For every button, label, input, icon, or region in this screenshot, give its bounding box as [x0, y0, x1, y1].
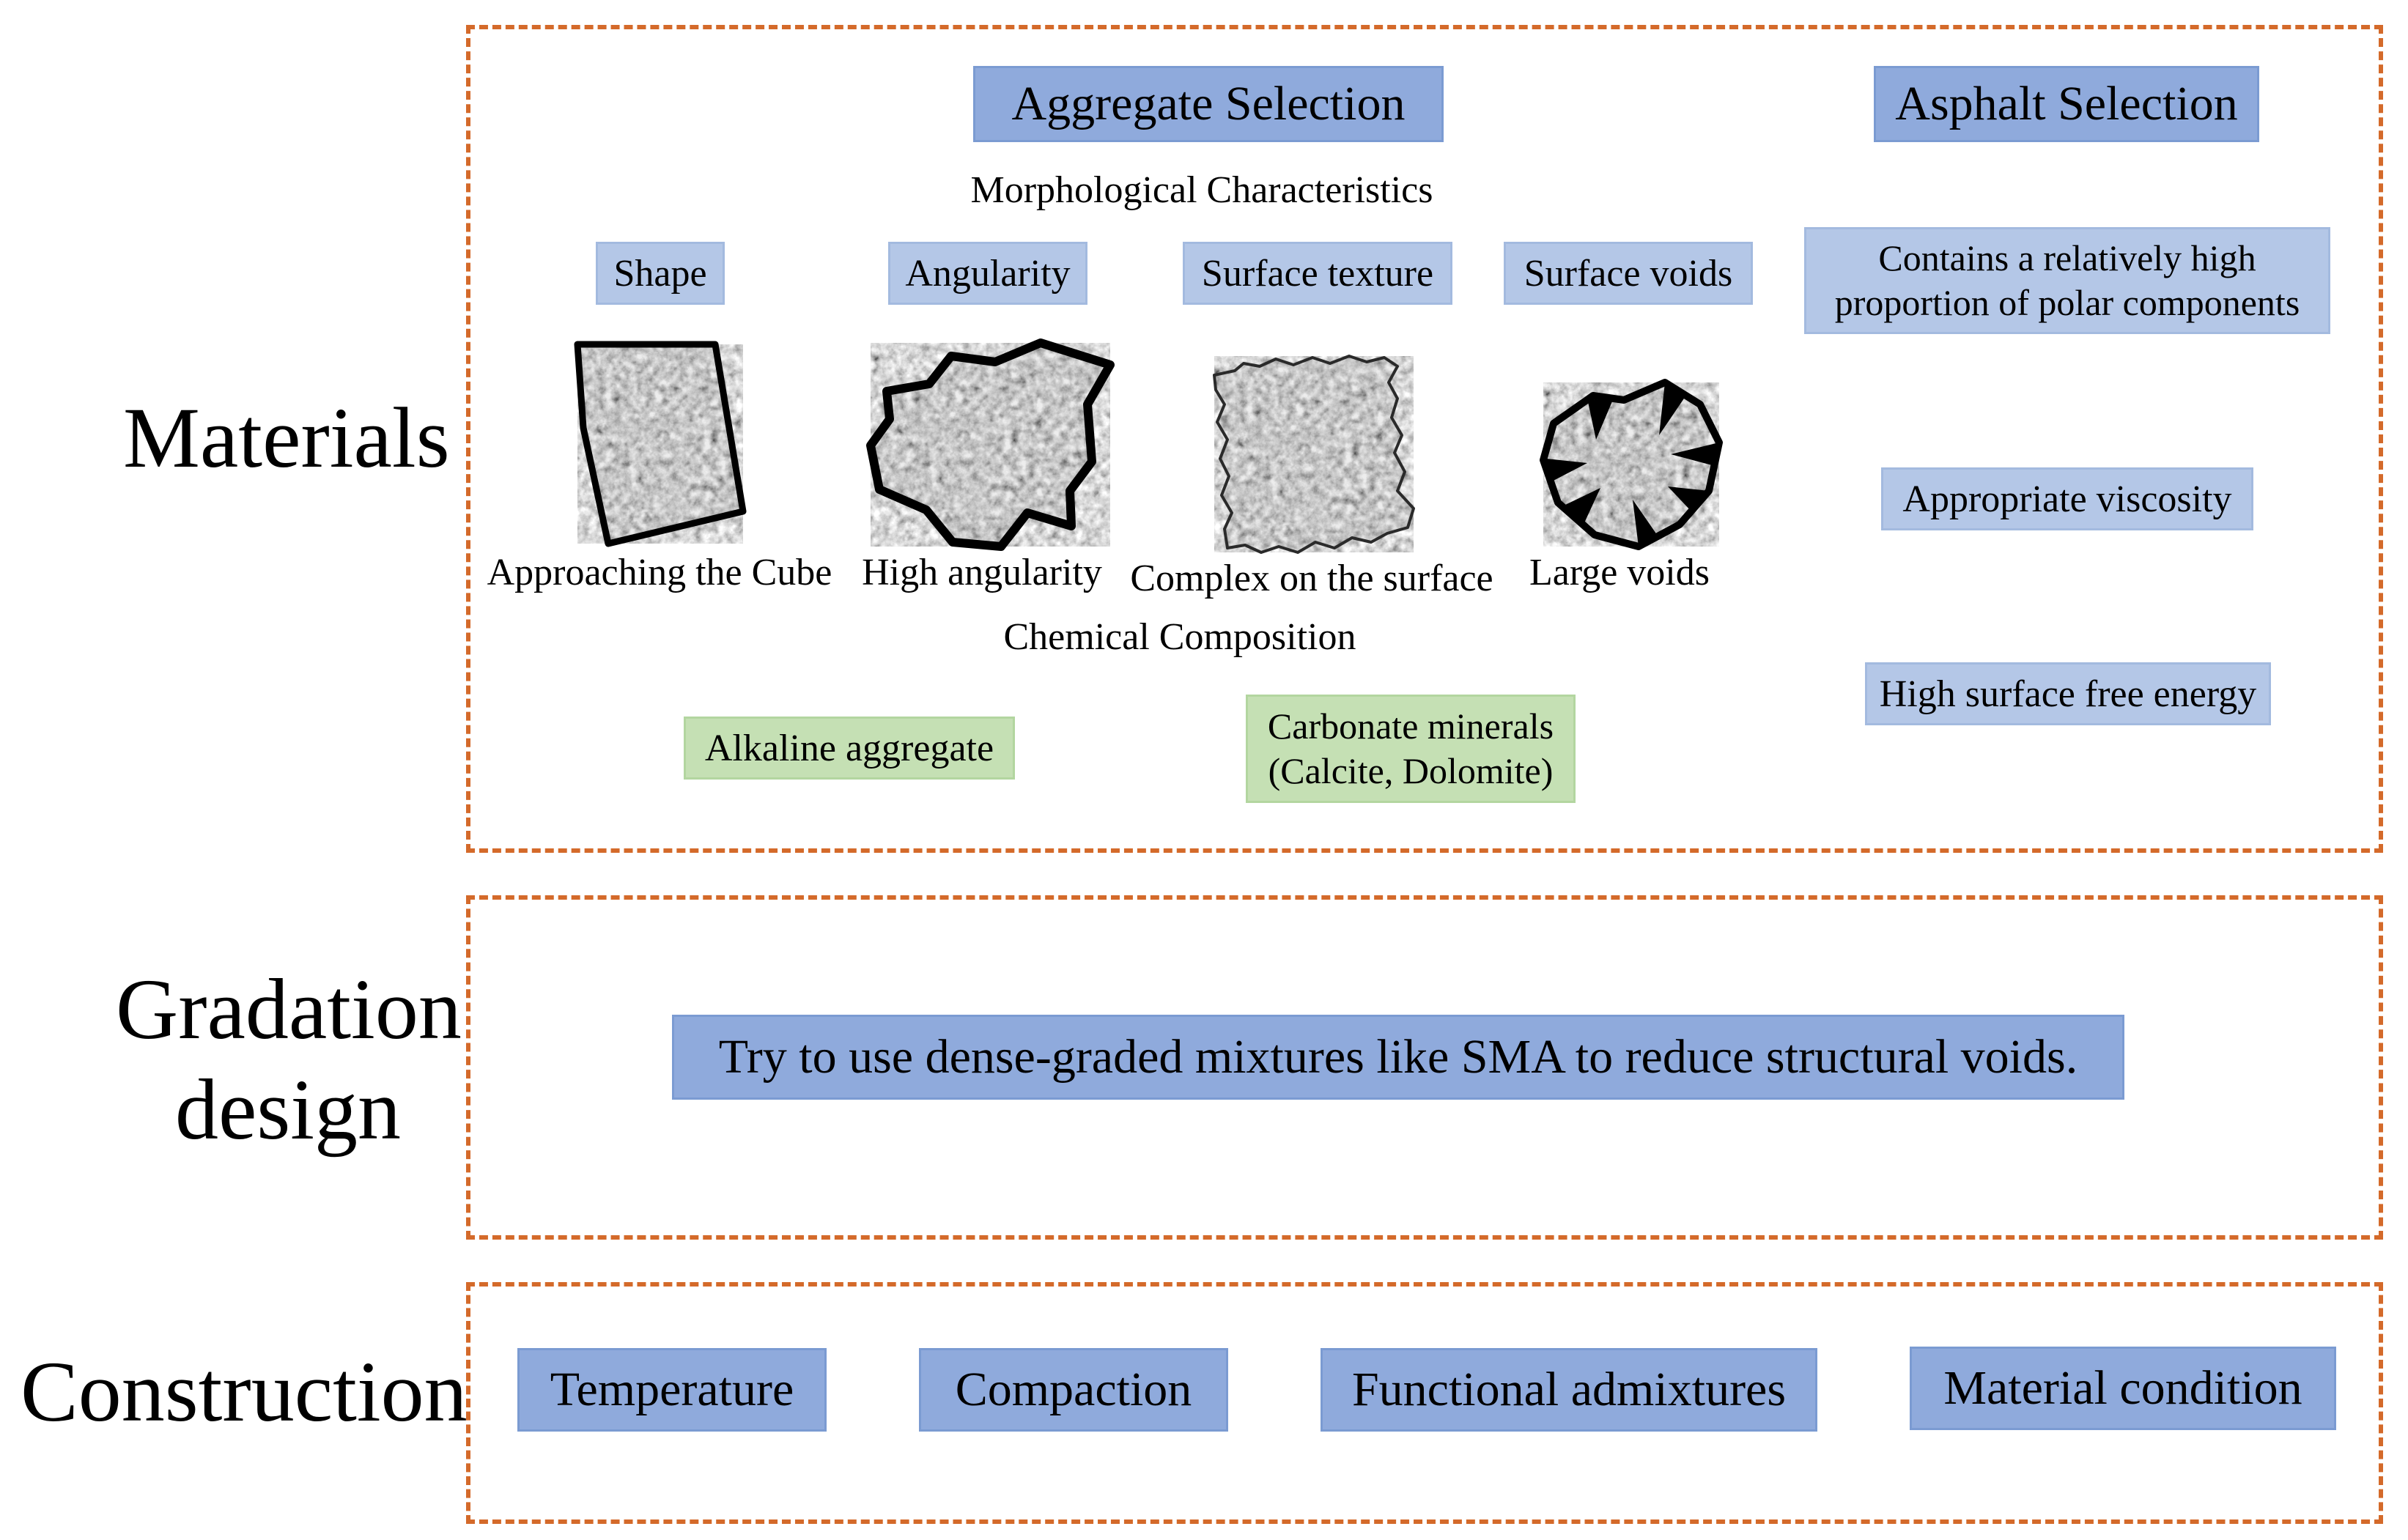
asphalt-selection-title: Asphalt Selection: [1874, 66, 2259, 142]
materials-frame: [466, 25, 2383, 853]
gradation-recommendation: Try to use dense-graded mixtures like SM…: [672, 1015, 2124, 1100]
textured-aggregate-image: [1213, 355, 1415, 554]
chemical-composition-heading: Chemical Composition: [1003, 616, 1356, 658]
cube-like-aggregate-image: [574, 341, 747, 547]
caption-high-angularity: High angularity: [862, 552, 1102, 593]
construction-frame: [466, 1282, 2383, 1524]
carbonate-line2: (Calcite, Dolomite): [1268, 750, 1554, 791]
caption-complex-surface: Complex on the surface: [1130, 558, 1493, 599]
carbonate-minerals-box: Carbonate minerals (Calcite, Dolomite): [1246, 695, 1576, 803]
section-label-materials: Materials: [123, 390, 450, 486]
polar-line1: Contains a relatively high: [1878, 237, 2256, 278]
construction-temperature: Temperature: [517, 1348, 827, 1432]
property-surface-voids: Surface voids: [1504, 242, 1753, 305]
section-label-construction: Construction: [21, 1344, 468, 1440]
gradation-frame: [466, 895, 2383, 1240]
property-angularity: Angularity: [888, 242, 1087, 305]
gradation-label-line2: design: [174, 1061, 402, 1158]
construction-functional-admixtures: Functional admixtures: [1321, 1348, 1817, 1432]
construction-compaction: Compaction: [919, 1348, 1228, 1432]
aggregate-selection-title: Aggregate Selection: [973, 66, 1444, 142]
alkaline-aggregate-box: Alkaline aggregate: [684, 717, 1015, 780]
gradation-label-line1: Gradation: [116, 961, 462, 1057]
caption-large-voids: Large voids: [1529, 552, 1710, 593]
caption-approaching-cube: Approaching the Cube: [487, 552, 832, 593]
viscosity-box: Appropriate viscosity: [1881, 467, 2253, 530]
construction-material-condition: Material condition: [1910, 1347, 2336, 1430]
polar-line2: proportion of polar components: [1834, 282, 2300, 323]
surface-free-energy-box: High surface free energy: [1865, 662, 2271, 725]
voided-aggregate-image: [1540, 379, 1723, 550]
angular-aggregate-image: [866, 338, 1115, 551]
morphological-heading: Morphological Characteristics: [970, 169, 1433, 211]
section-label-gradation-design: Gradation design: [116, 960, 462, 1160]
property-shape: Shape: [596, 242, 725, 305]
carbonate-line1: Carbonate minerals: [1267, 706, 1554, 747]
polar-components-box: Contains a relatively high proportion of…: [1804, 227, 2330, 334]
property-surface-texture: Surface texture: [1183, 242, 1452, 305]
